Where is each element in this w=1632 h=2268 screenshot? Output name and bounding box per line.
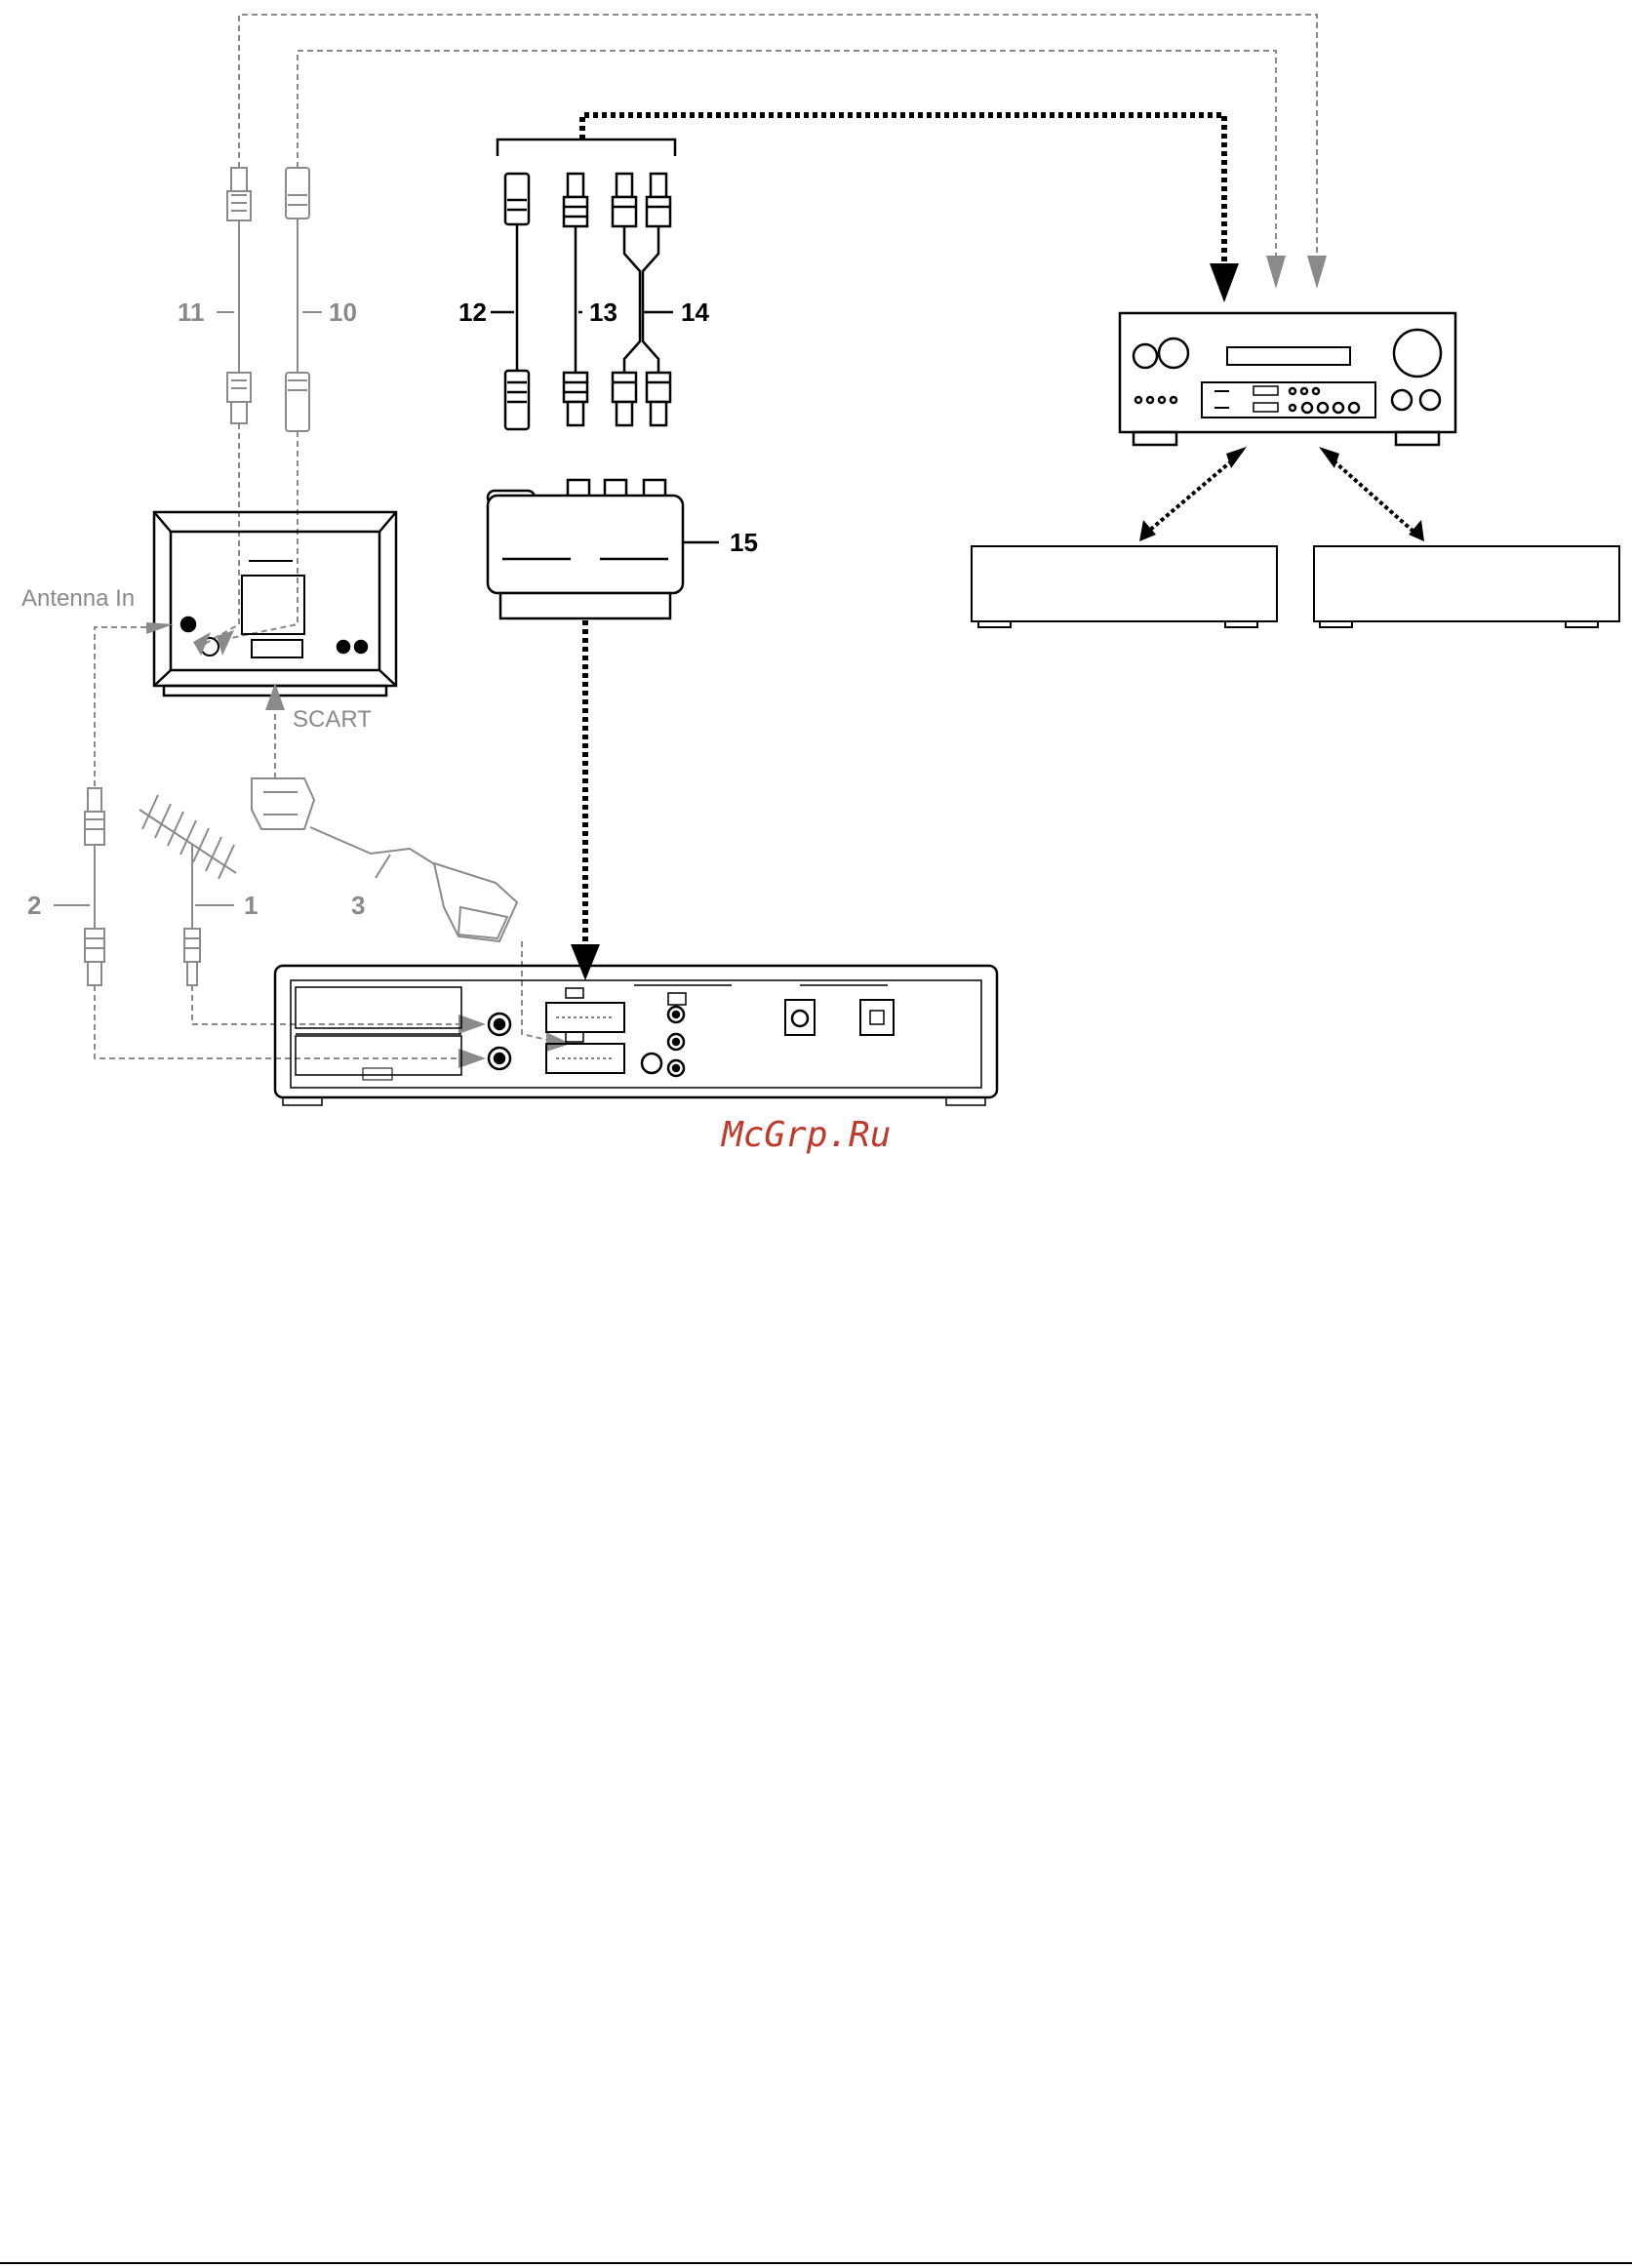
heavy-arrowhead-recorder bbox=[571, 944, 600, 980]
heavy-arrowhead-amp bbox=[1210, 263, 1239, 302]
receiver-speaker-arrowheads bbox=[1139, 447, 1424, 541]
cable-14 bbox=[613, 174, 670, 425]
cable-13 bbox=[564, 174, 587, 425]
label-15: 15 bbox=[730, 528, 758, 557]
antenna-in-route bbox=[95, 627, 146, 788]
label-11: 11 bbox=[178, 298, 205, 327]
dvd-recorder bbox=[275, 966, 997, 1105]
watermark: McGrp.Ru bbox=[720, 1115, 891, 1155]
speaker-right bbox=[1314, 546, 1619, 627]
label-scart: SCART bbox=[293, 706, 372, 733]
av-receiver bbox=[1120, 313, 1455, 445]
label-1: 1 bbox=[244, 891, 258, 920]
cable-3-scart bbox=[252, 778, 517, 941]
speaker-left bbox=[972, 546, 1277, 627]
grey-dashed-routes bbox=[239, 15, 1317, 256]
antenna-routes-to-recorder bbox=[95, 985, 458, 1058]
grey-dashed-to-tv bbox=[205, 423, 298, 644]
label-2: 2 bbox=[27, 891, 41, 920]
grey-arrowheads-amp bbox=[1266, 256, 1327, 289]
label-13: 13 bbox=[589, 298, 617, 327]
scart-to-recorder-route bbox=[522, 941, 556, 1042]
receiver-speaker-links bbox=[1149, 457, 1413, 531]
bracket-12-14 bbox=[498, 139, 675, 156]
label-10: 10 bbox=[329, 298, 357, 327]
cable-2 bbox=[85, 788, 104, 985]
cable-1-aerial bbox=[139, 795, 236, 985]
label-12: 12 bbox=[458, 298, 487, 327]
cable-10 bbox=[286, 168, 309, 431]
tv-set bbox=[154, 512, 396, 696]
label-antenna-in: Antenna In bbox=[21, 585, 135, 612]
device-15 bbox=[488, 480, 719, 618]
cable-11 bbox=[227, 168, 251, 423]
label-14: 14 bbox=[681, 298, 709, 327]
cable-12 bbox=[505, 174, 529, 429]
heavy-route-to-amp bbox=[582, 115, 1224, 265]
antenna-recorder-arrowheads bbox=[458, 1015, 486, 1068]
label-3: 3 bbox=[351, 891, 365, 920]
